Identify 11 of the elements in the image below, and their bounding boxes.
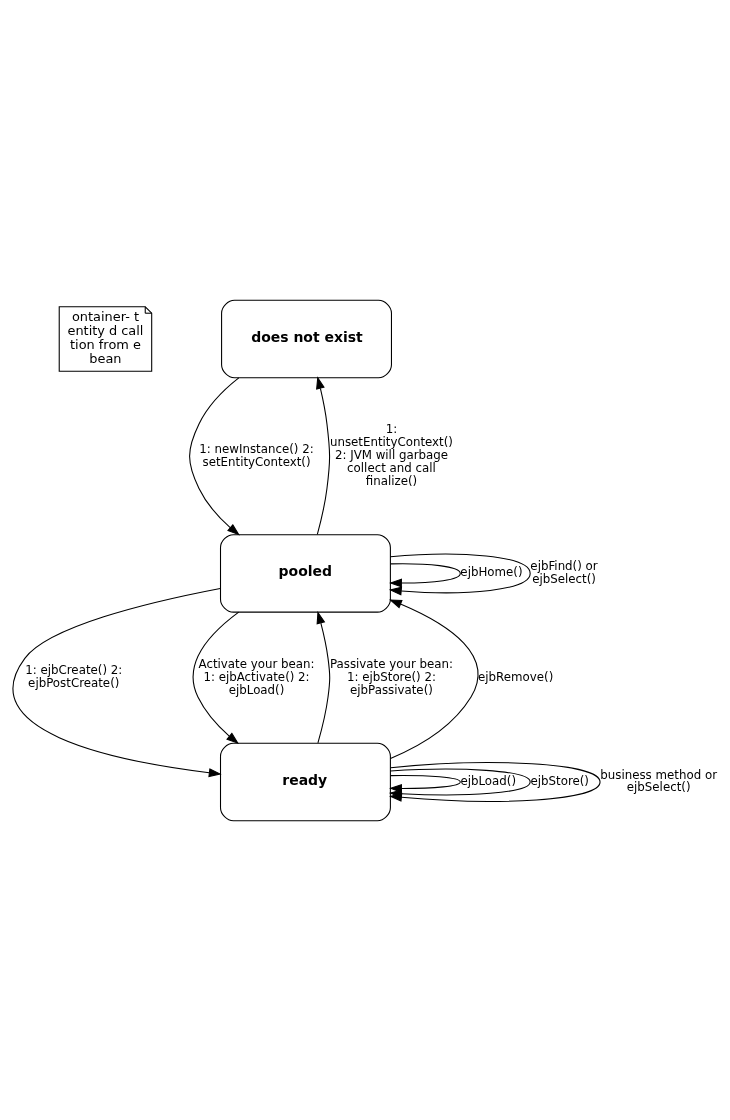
edge-label: ejbFind() or ejbSelect() [530, 558, 598, 586]
edge-label: business method or ejbSelect() [600, 767, 718, 794]
edge-label: 1: unsetEntityContext() 2: JVM will garbage collect and call finalize() [329, 421, 453, 488]
edge-label: Activate your bean: 1: ejbActivate() 2: ejbLoad() [198, 656, 315, 697]
edge-label: ejbStore() [530, 773, 589, 788]
edge-label: 1: newInstance() 2: setEntityContext() [199, 441, 314, 469]
edge-label: ejbRemove() [478, 669, 554, 684]
edge-label: ejbLoad() [460, 773, 517, 788]
edge-label: 1: ejbCreate() 2: ejbPostCreate() [25, 662, 123, 690]
edge-label: Passivate your bean: 1: ejbStore() 2: ejbPassivate() [329, 656, 454, 697]
edge-label: ejbHome() [460, 564, 523, 579]
